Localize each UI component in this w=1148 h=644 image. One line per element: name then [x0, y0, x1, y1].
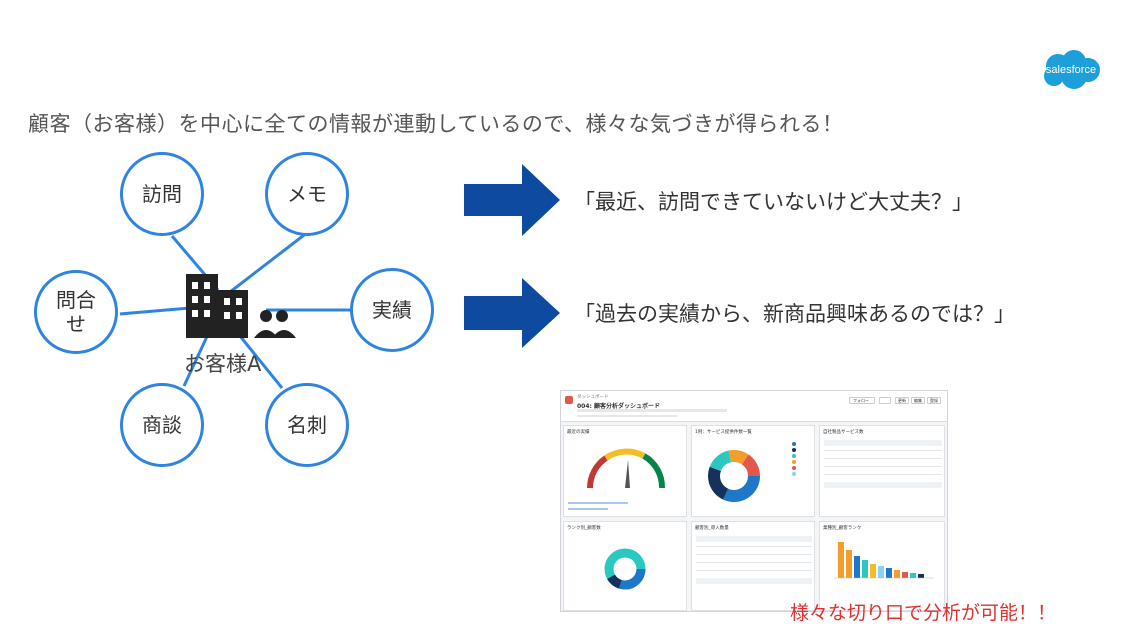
dashboard-icon: [565, 396, 573, 404]
node-business-card: 名刺: [265, 383, 349, 467]
headline: 顧客（お客様）を中心に全ての情報が連動しているので、様々な気づきが得られる！: [28, 112, 844, 136]
dashboard-breadcrumb: ダッシュボード: [577, 395, 609, 400]
donut-legend: [792, 440, 812, 478]
gauge-chart: [586, 448, 666, 489]
node-results: 実績: [350, 268, 434, 352]
panel-table: 自社製品サービス数: [819, 425, 945, 517]
edit-button[interactable]: 編集: [911, 397, 925, 404]
people-icon: [254, 310, 296, 338]
donut-chart: [708, 450, 760, 502]
dashboard-title: 004: 顧客分析ダッシュボード: [577, 403, 661, 410]
insight-visit: 「最近、訪問できていないけど大丈夫？」: [574, 190, 973, 214]
caption: 様々な切り口で分析が可能！！: [790, 602, 1057, 624]
arrow-right-icon: [464, 164, 560, 236]
follow-button[interactable]: フォロー: [849, 397, 875, 404]
panel-industry-bars: 業種別_顧客ランク: [819, 521, 945, 611]
dashboard-screenshot: ダッシュボード 004: 顧客分析ダッシュボード フォロー 更新 編集 登録 最…: [560, 390, 948, 612]
refresh-button[interactable]: 更新: [895, 397, 909, 404]
share-button[interactable]: 登録: [927, 397, 941, 404]
node-visit: 訪問: [120, 152, 204, 236]
node-memo: メモ: [265, 152, 349, 236]
connector-inquiry: [119, 306, 191, 316]
rank-donut-chart: [604, 548, 646, 590]
insight-results: 「過去の実績から、新商品興味あるのでは？」: [574, 302, 1015, 326]
panel-gauge: 最近の実績: [563, 425, 687, 517]
panel-quantity-table: 顧客別_導入数量: [691, 521, 815, 611]
cloud-icon: [1044, 50, 1100, 89]
panel-rank-donut: ランク別_顧客数: [563, 521, 687, 611]
bookmark-button[interactable]: [879, 397, 891, 404]
bar-chart: [834, 542, 934, 579]
customer-building-icon: [186, 274, 296, 338]
salesforce-logo: salesforce: [1040, 48, 1102, 92]
panel-donut: 1例：サービス提供件数一覧: [691, 425, 815, 517]
connector-business-card: [238, 335, 284, 389]
node-inquiry: 問合 せ: [34, 270, 118, 354]
connector-negotiation: [182, 329, 212, 387]
connector-memo: [229, 230, 309, 294]
dashboard-header: ダッシュボード 004: 顧客分析ダッシュボード フォロー 更新 編集 登録: [561, 391, 947, 422]
logo-text: salesforce: [1045, 64, 1097, 76]
customer-label: お客様A: [184, 352, 262, 376]
node-negotiation: 商談: [120, 383, 204, 467]
dashboard-subtext: [577, 409, 727, 412]
arrow-right-icon: [464, 278, 560, 348]
dashboard-subtext: [577, 415, 677, 417]
